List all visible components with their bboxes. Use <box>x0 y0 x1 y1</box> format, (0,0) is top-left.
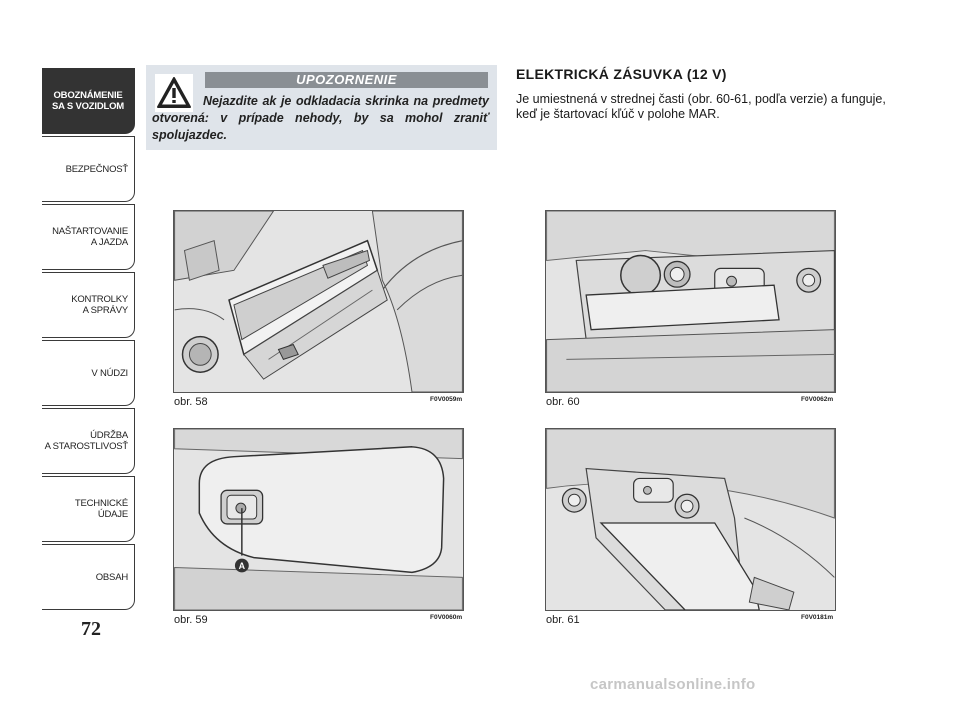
watermark-footer: carmanualsonline.info <box>590 676 756 693</box>
warning-title: UPOZORNENIE <box>205 72 488 88</box>
figure-59-code: F0V0060m <box>430 614 463 621</box>
callout-a-label: A <box>239 561 246 571</box>
section-body: Je umiestnená v strednej časti (obr. 60-… <box>516 92 886 121</box>
section-title: ELEKTRICKÁ ZÁSUVKA (12 V) <box>516 66 727 82</box>
tab-oboznamenie[interactable]: OBOZNÁMENIE SA S VOZIDLOM <box>42 68 135 134</box>
figure-60-caption: obr. 60 <box>546 396 580 408</box>
figure-59-glovebox-closed: A <box>173 428 464 611</box>
warning-triangle-icon <box>155 74 193 112</box>
tab-kontrolky[interactable]: KONTROLKY A SPRÁVY <box>42 272 135 338</box>
warning-text: Nejazdite ak je odkladacia skrinka na pr… <box>152 94 489 142</box>
page-number: 72 <box>81 618 101 640</box>
tab-udrzba[interactable]: ÚDRŽBA A STAROSTLIVOSŤ <box>42 408 135 474</box>
figure-61-caption: obr. 61 <box>546 614 580 626</box>
figure-58-glovebox-open <box>173 210 464 393</box>
tab-technicke-udaje[interactable]: TECHNICKÉ ÚDAJE <box>42 476 135 542</box>
figure-58-code: F0V0059m <box>430 396 463 403</box>
figure-60-code: F0V0062m <box>801 396 834 403</box>
figure-60-console-socket <box>545 210 836 393</box>
tab-bezpecnost[interactable]: BEZPEČNOSŤ <box>42 136 135 202</box>
figure-59-caption: obr. 59 <box>174 614 208 626</box>
warning-box: UPOZORNENIE Nejazdite ak je odkladacia s… <box>146 65 497 150</box>
figure-61-console-socket-alt <box>545 428 836 611</box>
callout-a-marker <box>234 558 249 573</box>
tab-obsah[interactable]: OBSAH <box>42 544 135 610</box>
figure-58-caption: obr. 58 <box>174 396 208 408</box>
tab-v-nudzi[interactable]: V NÚDZI <box>42 340 135 406</box>
tab-nastartovanie[interactable]: NAŠTARTOVANIE A JAZDA <box>42 204 135 270</box>
figure-61-code: F0V0181m <box>801 614 834 621</box>
